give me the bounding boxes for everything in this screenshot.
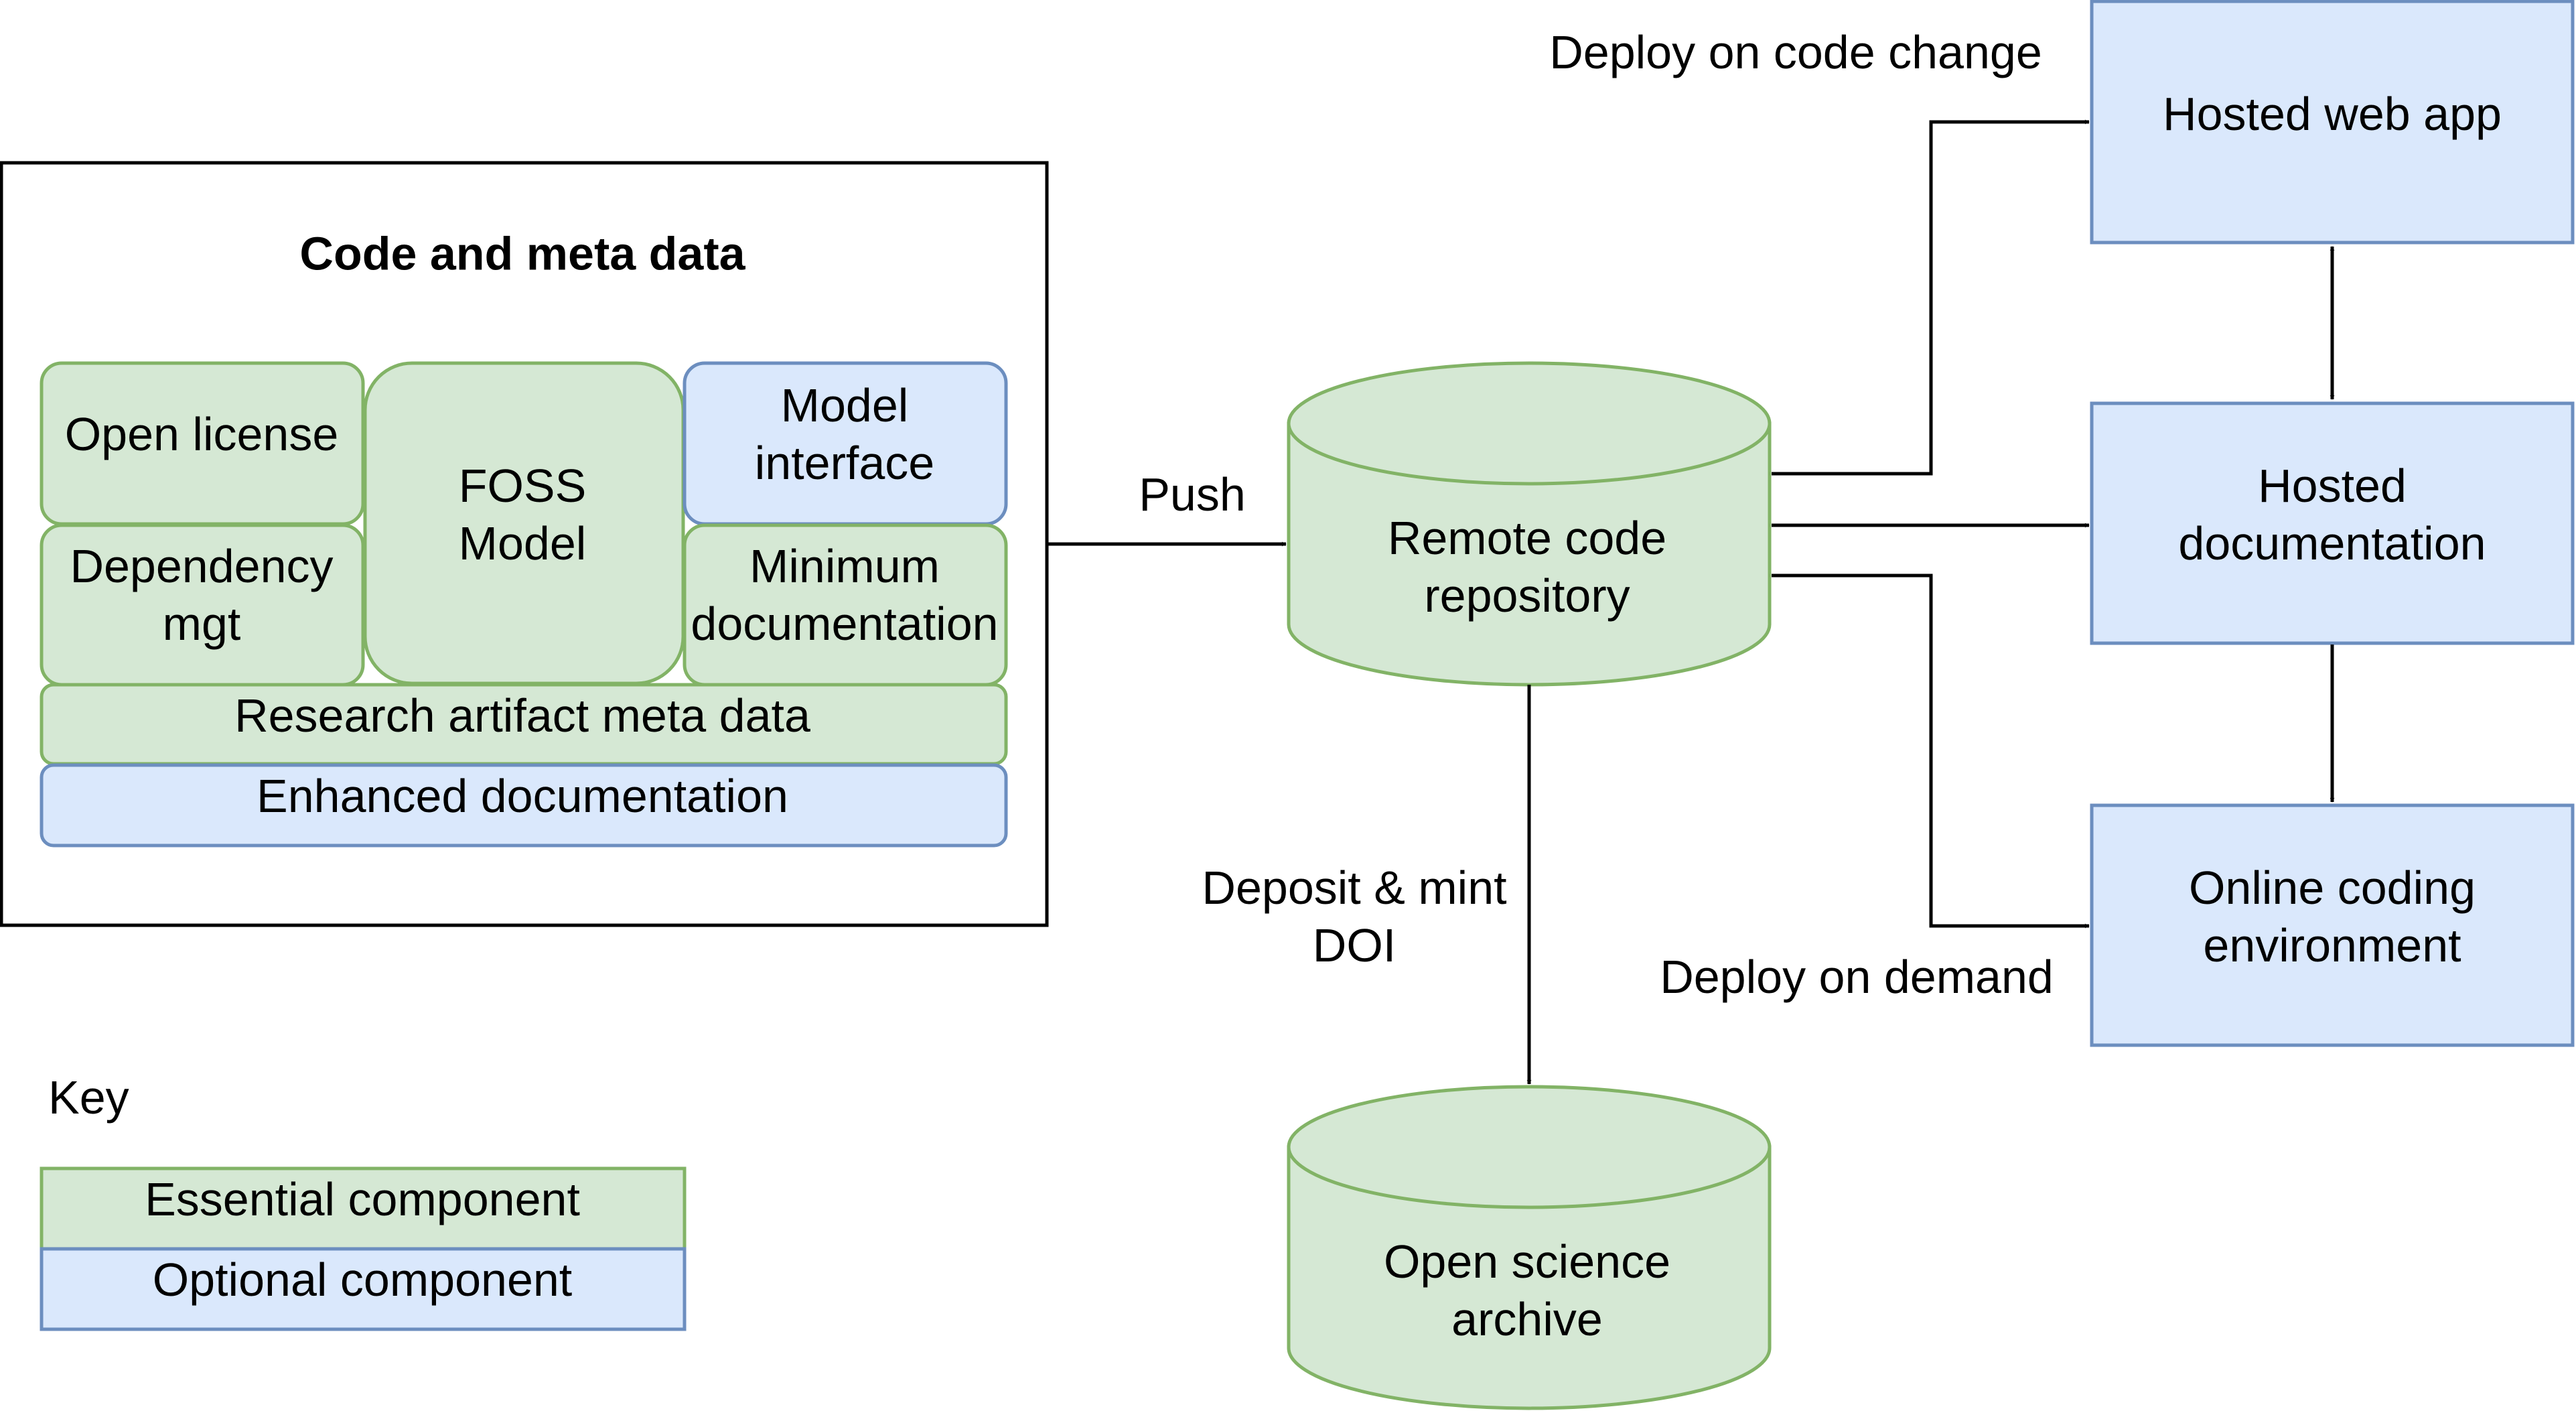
hosted-documentation-box xyxy=(2090,401,2575,645)
container-title: Code and meta data xyxy=(299,227,745,279)
dependency-mgt-label: Dependency mgt xyxy=(70,540,333,650)
label-line: Hosted xyxy=(2258,460,2407,512)
open-license-label: Open license xyxy=(65,408,339,460)
label-line: Deposit & mint xyxy=(1202,862,1506,914)
push-label: Push xyxy=(1139,468,1246,521)
label-line: Deploy on demand xyxy=(1660,951,2054,1003)
label-line: Online coding xyxy=(2189,862,2476,914)
label-line: documentation xyxy=(691,598,998,650)
label-line: Push xyxy=(1139,468,1246,521)
online-coding-environment-box xyxy=(2090,803,2575,1047)
label-line: Model xyxy=(459,517,587,569)
remote-repository-cylinder xyxy=(1287,361,1772,687)
label-line: Deploy on code change xyxy=(1549,26,2042,78)
deploy-on-demand-arrow xyxy=(1772,574,2090,929)
label-line: Dependency xyxy=(70,540,333,592)
open-science-archive-cylinder xyxy=(1287,1085,1772,1410)
key-title: Key xyxy=(48,1071,129,1124)
label-line: Hosted web app xyxy=(2163,88,2502,140)
label-line: Enhanced documentation xyxy=(257,770,788,822)
label-line: repository xyxy=(1424,569,1630,622)
label-line: Key xyxy=(48,1071,129,1124)
model-interface-label: Model interface xyxy=(755,379,934,489)
label-line: documentation xyxy=(2178,517,2486,569)
deploy-on-demand-label: Deploy on demand xyxy=(1660,951,2054,1003)
key-essential-swatch xyxy=(40,1166,687,1251)
key-optional-swatch xyxy=(40,1247,687,1331)
label-line: Essential component xyxy=(145,1173,580,1225)
hosted-web-app-box xyxy=(2090,0,2575,245)
minimum-documentation-label: Minimum documentation xyxy=(691,540,998,650)
label-line: mgt xyxy=(163,598,241,650)
label-line: FOSS xyxy=(459,460,587,512)
enhanced-documentation-box xyxy=(40,763,1008,848)
label-line: Open license xyxy=(65,408,339,460)
label-line: interface xyxy=(755,437,934,489)
label-line: environment xyxy=(2203,919,2461,971)
label-line: archive xyxy=(1451,1293,1603,1345)
label-line: Remote code xyxy=(1388,512,1666,564)
hosted-web-app-label: Hosted web app xyxy=(2163,88,2502,140)
label-line: Open science xyxy=(1384,1235,1670,1288)
key-optional-label: Optional component xyxy=(153,1254,573,1306)
deploy-code-change-arrow xyxy=(1772,119,2090,476)
deploy-code-change-label: Deploy on code change xyxy=(1549,26,2042,78)
label-line: DOI xyxy=(1313,919,1396,971)
enhanced-documentation-label: Enhanced documentation xyxy=(257,770,788,822)
label-line: Model xyxy=(781,379,909,431)
key-essential-label: Essential component xyxy=(145,1173,580,1225)
label-line: Research artifact meta data xyxy=(234,689,810,742)
research-artifact-metadata-label: Research artifact meta data xyxy=(234,689,810,742)
label-line: Optional component xyxy=(153,1254,573,1306)
label-line: Minimum xyxy=(749,540,940,592)
